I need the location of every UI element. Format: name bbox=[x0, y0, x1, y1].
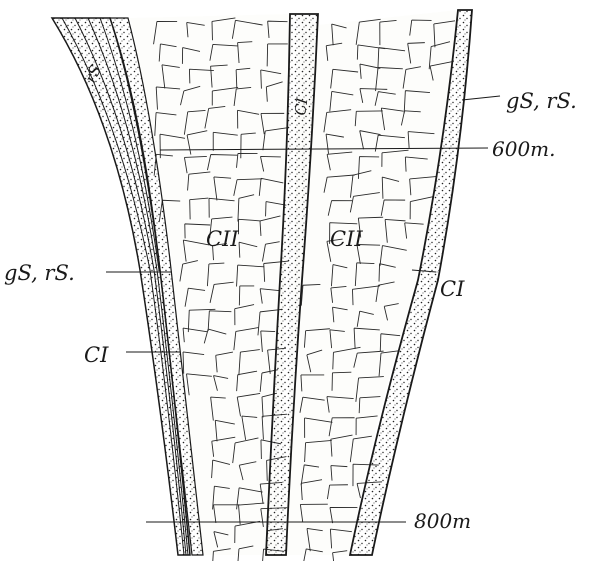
label-cii-left: CII bbox=[206, 227, 239, 251]
label-ci-left: CI bbox=[84, 343, 109, 367]
label-depth-600: 600m. bbox=[492, 137, 556, 161]
label-ci-right: CI bbox=[440, 277, 465, 301]
leader-gs-rs-right bbox=[462, 96, 500, 100]
label-gs-rs-right: gS, rS. bbox=[506, 89, 577, 113]
label-depth-800: 800m bbox=[414, 509, 471, 533]
label-cii-right: CII bbox=[330, 227, 363, 251]
label-gs-rs-left: gS, rS. bbox=[4, 261, 75, 285]
